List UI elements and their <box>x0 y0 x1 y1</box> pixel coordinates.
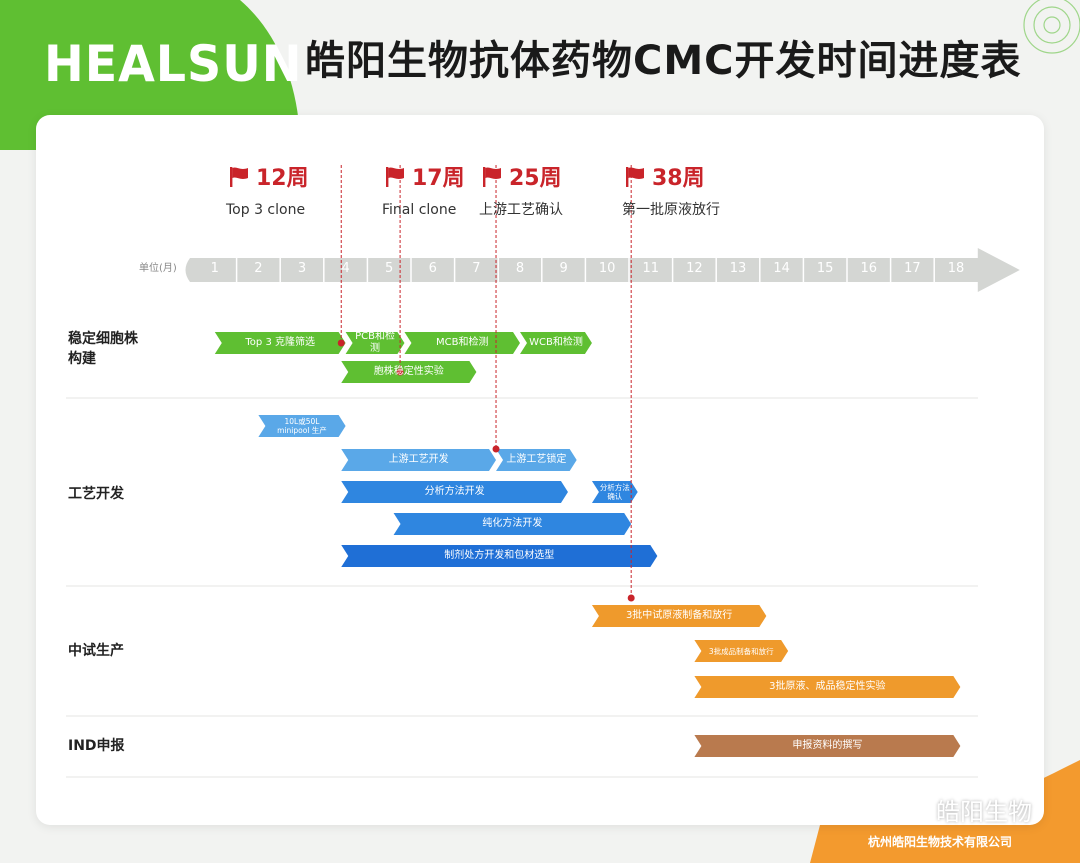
timeline-axis-arrow <box>185 248 1020 292</box>
axis-unit-label: 单位(月) <box>139 263 177 274</box>
flag-icon <box>483 167 501 187</box>
milestone-week-text: 12周 <box>256 166 309 191</box>
milestone-dot <box>396 368 404 376</box>
wechat-watermark: 皓阳生物 <box>904 797 1032 827</box>
milestone-week: 38周 <box>624 166 705 192</box>
axis-month-label: 1 <box>210 261 219 276</box>
section-label-ind-filing: IND申报 <box>68 738 125 754</box>
axis-month-label: 15 <box>816 261 834 276</box>
wechat-icon <box>904 800 932 822</box>
milestone-week: 25周 <box>481 166 562 192</box>
gantt-bar <box>341 449 497 471</box>
gantt-bar <box>404 332 520 354</box>
gantt-bar <box>694 676 961 698</box>
axis-month-label: 13 <box>729 261 747 276</box>
milestone-label: Top 3 clone <box>226 202 306 218</box>
milestone-week-text: 38周 <box>652 166 705 191</box>
milestone-label: 第一批原液放行 <box>622 202 720 218</box>
gantt-bar <box>214 332 346 354</box>
gantt-bar <box>591 481 638 503</box>
gantt-bar <box>694 640 789 662</box>
section-label-process-dev: 工艺开发 <box>68 486 124 502</box>
milestone-week-text: 17周 <box>412 166 465 191</box>
milestone-week: 17周 <box>384 166 465 192</box>
gantt-bar <box>591 605 767 627</box>
axis-month-label: 11 <box>642 261 660 276</box>
axis-month-label: 4 <box>341 261 350 276</box>
axis-month-label: 18 <box>947 261 965 276</box>
milestone-week: 12周 <box>228 166 309 192</box>
flag-icon <box>626 167 644 187</box>
gantt-bar <box>694 735 961 757</box>
flag-icon <box>386 167 404 187</box>
axis-month-label: 14 <box>773 261 790 276</box>
axis-month-label: 9 <box>559 261 568 276</box>
axis-month-label: 10 <box>598 261 616 276</box>
axis-month-label: 3 <box>297 261 307 276</box>
milestone-label: 上游工艺确认 <box>479 202 563 218</box>
axis-month-label: 12 <box>686 261 703 276</box>
milestone-dot <box>337 339 345 347</box>
axis-month-label: 2 <box>254 261 263 276</box>
axis-month-label: 16 <box>860 261 878 276</box>
brand-logo: HEALSUN <box>44 35 303 93</box>
axis-month-label: 8 <box>515 261 525 276</box>
axis-month-label: 6 <box>428 261 437 276</box>
wechat-account-name: 皓阳生物 <box>936 798 1032 826</box>
company-name: 杭州皓阳生物技术有限公司 <box>868 835 1013 849</box>
page-title: 皓阳生物抗体药物CMC开发时间进度表 <box>305 38 1022 84</box>
gantt-bar <box>345 332 405 354</box>
flag-icon <box>230 167 248 187</box>
milestone-dot <box>627 594 635 602</box>
section-label-cell-line: 稳定细胞株 构建 <box>68 331 138 367</box>
gantt-bar <box>496 449 577 471</box>
gantt-bar <box>341 481 568 503</box>
orange-footer-strip <box>810 825 1080 863</box>
gantt-bar <box>393 513 632 535</box>
axis-month-label: 17 <box>904 261 921 276</box>
section-label-pilot-production: 中试生产 <box>68 643 124 659</box>
gantt-bar <box>341 545 658 567</box>
milestone-label: Final clone <box>382 202 457 218</box>
milestone-dot <box>492 445 500 453</box>
decorative-dots <box>1023 0 1080 54</box>
green-corner-shape <box>0 0 300 150</box>
gantt-bar <box>520 332 592 354</box>
axis-month-label: 7 <box>472 261 481 276</box>
gantt-bar <box>258 415 346 437</box>
gantt-bar <box>341 361 477 383</box>
axis-month-label: 5 <box>385 261 394 276</box>
milestone-week-text: 25周 <box>509 166 562 191</box>
